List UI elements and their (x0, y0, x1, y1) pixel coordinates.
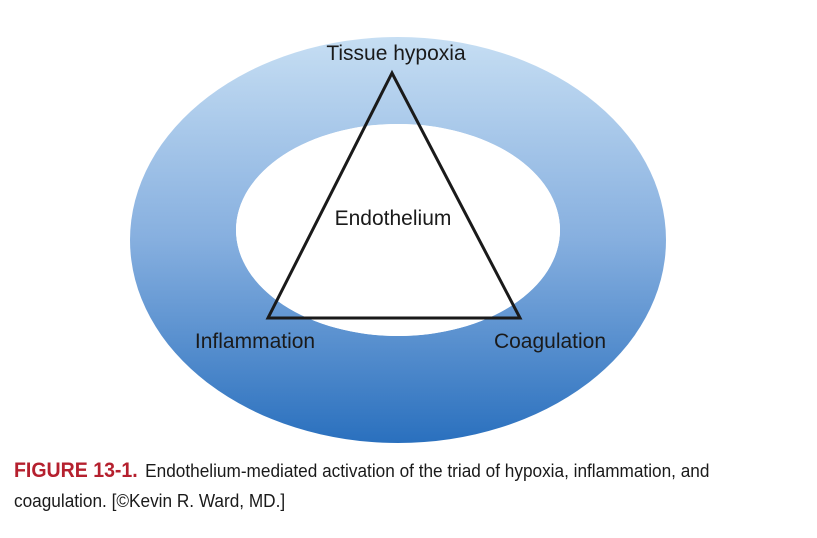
node-endothelium: Endothelium (335, 207, 452, 230)
figure-label: FIGURE 13-1. (14, 459, 138, 482)
inner-ellipse (236, 124, 560, 336)
triad-diagram: Tissue hypoxia Endothelium Inflammation … (130, 37, 666, 443)
node-tissue-hypoxia: Tissue hypoxia (326, 42, 466, 65)
node-inflammation: Inflammation (195, 330, 315, 353)
triad-diagram-svg: Tissue hypoxia Endothelium Inflammation … (130, 37, 666, 443)
node-coagulation: Coagulation (494, 330, 606, 353)
figure-caption: FIGURE 13-1.Endothelium-mediated activat… (14, 456, 749, 516)
triad-triangle (265, 69, 523, 320)
caption-text: Endothelium-mediated activation of the t… (14, 460, 710, 511)
